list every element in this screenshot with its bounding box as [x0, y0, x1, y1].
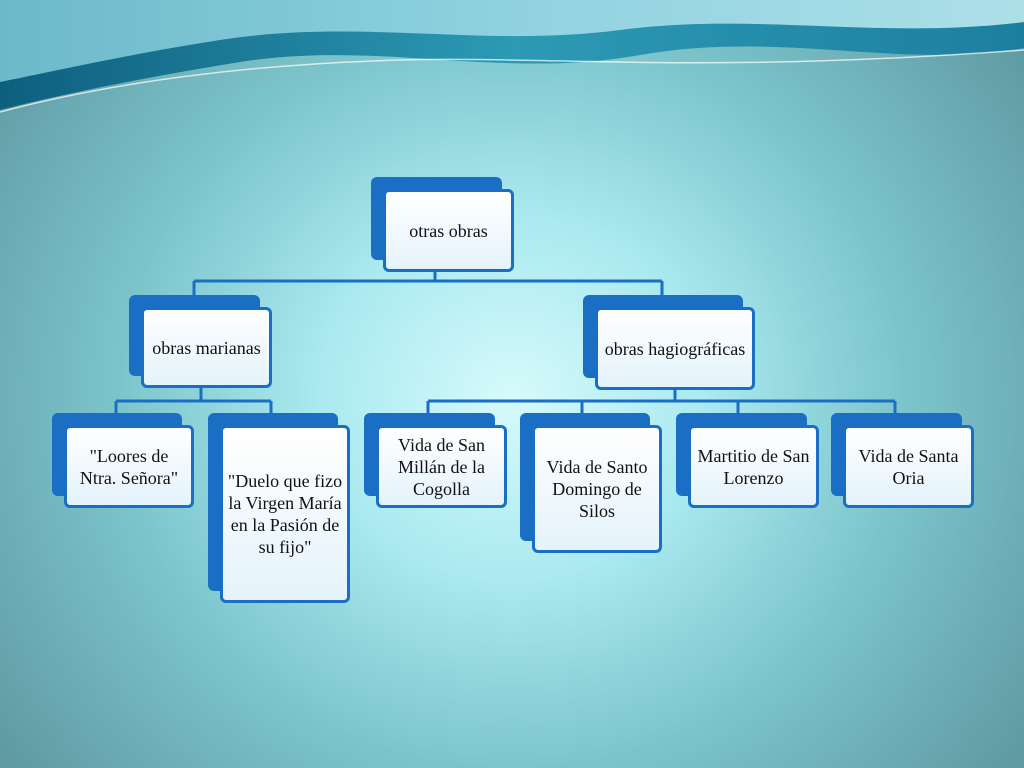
node-obras-marianas: obras marianas	[129, 295, 272, 388]
node-label: "Duelo que fizo la Virgen María en la Pa…	[227, 471, 343, 557]
node-label: obras hagiográficas	[604, 338, 746, 359]
node-vida-san-millan: Vida de San Millán de la Cogolla	[364, 413, 507, 508]
node-label: Vida de Santo Domingo de Silos	[546, 457, 648, 521]
node-otras-obras: otras obras	[371, 177, 514, 272]
wave-band-light	[0, 0, 1024, 82]
node-loores: "Loores de Ntra. Señora"	[52, 413, 194, 508]
node-label: Martitio de San Lorenzo	[697, 445, 810, 488]
decorative-wave-header	[0, 0, 1024, 113]
node-label: Vida de San Millán de la Cogolla	[398, 434, 485, 499]
node-martitio-san-lorenzo: Martitio de San Lorenzo	[676, 413, 819, 508]
node-vida-santo-domingo: Vida de Santo Domingo de Silos	[520, 413, 662, 553]
node-duelo: "Duelo que fizo la Virgen María en la Pa…	[208, 413, 350, 603]
node-obras-hagiograficas: obras hagiográficas	[583, 295, 755, 390]
node-label: otras obras	[409, 220, 488, 241]
node-label: "Loores de Ntra. Señora"	[79, 445, 179, 488]
node-label: obras marianas	[152, 337, 261, 358]
wave-line	[0, 49, 1024, 113]
node-vida-santa-oria: Vida de Santa Oria	[831, 413, 974, 508]
connector-marianas-to-children	[114, 387, 273, 413]
node-label: Vida de Santa Oria	[858, 445, 959, 488]
connector-hagiograficas-to-children	[426, 389, 897, 413]
